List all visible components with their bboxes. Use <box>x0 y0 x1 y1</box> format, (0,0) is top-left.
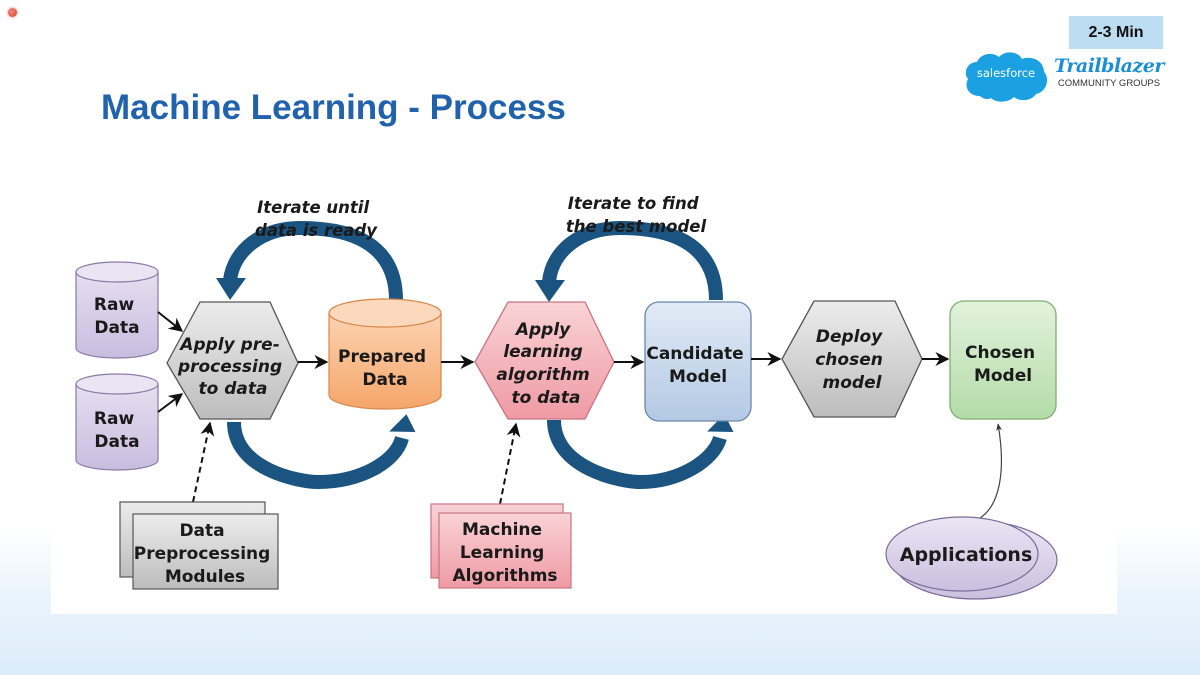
svg-text:Apply learning alg: Apply learning algorithm to data <box>496 320 595 408</box>
ml-algorithms-stack: Machine Learning Algorithms <box>430 503 572 589</box>
edge-algorithms-to-learning <box>499 422 521 505</box>
recording-indicator-icon <box>8 8 17 17</box>
raw-data-cylinder-1: Raw Data <box>75 261 159 359</box>
trailblazer-logo-subtitle: COMMUNITY GROUPS <box>1057 78 1161 89</box>
learning-step-hexagon: Apply learning algorithm to data <box>474 301 615 420</box>
edge-modules-to-preprocess <box>192 421 215 503</box>
applications-ellipse-stack: Applications <box>885 516 1058 600</box>
model-loop-label: Iterate to find the best model <box>566 194 707 236</box>
prepared-data-cylinder: Prepared Data <box>328 298 442 410</box>
salesforce-logo-text: salesforce <box>976 66 1036 80</box>
candidate-model-box: Candidate Model <box>644 301 752 422</box>
trailblazer-logo-title: Trailblazer <box>1054 55 1164 77</box>
data-preprocessing-modules-stack: Data Preprocessing Modules <box>119 501 279 590</box>
raw-data-cylinder-2: Raw Data <box>75 373 159 471</box>
svg-text:Prepared Data: Prepared Data <box>338 347 432 390</box>
salesforce-cloud-logo-icon <box>965 52 1048 102</box>
data-loop-label: Iterate until data is ready <box>255 198 378 240</box>
data-loop-bottom-arrow <box>227 414 416 490</box>
timer-badge: 2-3 Min <box>1069 16 1163 49</box>
svg-text:Chosen Model: Chosen Model <box>965 343 1041 386</box>
svg-text:Candidate Model: Candidate Model <box>646 344 749 387</box>
edge-raw2-to-preprocess <box>157 393 184 413</box>
edge-raw1-to-preprocess <box>157 311 184 332</box>
page-title: Machine Learning - Process <box>101 88 566 127</box>
edge-applications-to-chosen <box>979 423 1003 519</box>
svg-text:Data Preprocessing: Data Preprocessing Modules <box>134 521 276 587</box>
deploy-step-hexagon: Deploy chosen model <box>781 300 923 418</box>
preprocess-step-hexagon: Apply pre- processing to data <box>166 301 299 420</box>
data-loop-top-arrow <box>216 220 403 301</box>
svg-text:Deploy chosen mode: Deploy chosen model <box>815 327 889 393</box>
svg-text:Raw Data: Raw Data <box>94 409 140 452</box>
svg-text:Apply pre- processing: Apply pre- processing to data <box>177 335 288 399</box>
svg-text:Raw Data: Raw Data <box>94 295 140 338</box>
model-loop-top-arrow <box>535 220 723 302</box>
svg-text:Applications: Applications <box>900 544 1033 566</box>
model-loop-bottom-arrow <box>547 414 734 490</box>
chosen-model-box: Chosen Model <box>949 300 1057 420</box>
svg-text:Machine Learning A: Machine Learning Algorithms <box>452 520 557 586</box>
